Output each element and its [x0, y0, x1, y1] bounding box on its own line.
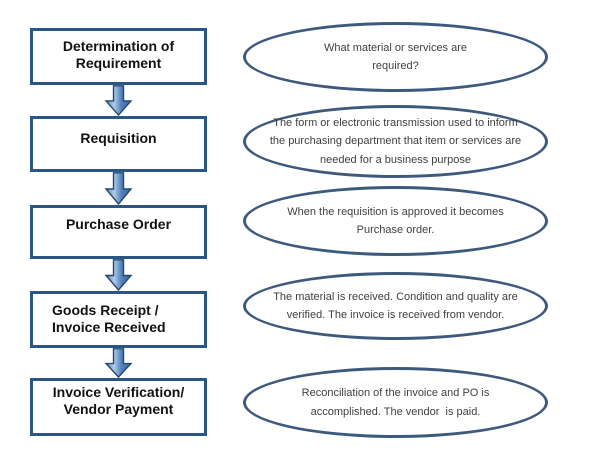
flow-box-goods-receipt-invoice-received: Goods Receipt / Invoice Received — [30, 291, 207, 348]
flow-box-requisition: Requisition — [30, 116, 207, 172]
note-text-line: Reconciliation of the invoice and PO is — [301, 387, 490, 399]
note-ellipse-determination: What material or services are required? — [243, 22, 548, 92]
down-arrow-icon — [104, 85, 133, 116]
note-text-line: needed for a business purpose — [319, 153, 472, 166]
note-text-line: required? — [372, 60, 419, 72]
note-ellipse-goods-receipt: The material is received. Condition and … — [243, 272, 548, 340]
box-label-line: Determination of — [62, 38, 175, 54]
down-arrow-icon — [104, 172, 133, 205]
note-ellipse-purchase-order: When the requisition is approved it beco… — [243, 186, 548, 256]
note-ellipse-requisition: The form or electronic transmission used… — [243, 105, 548, 178]
note-text-line: The material is received. Condition and … — [273, 290, 518, 303]
flow-box-purchase-order: Purchase Order — [30, 205, 207, 259]
box-label-line: Invoice Received — [52, 319, 166, 335]
box-label-line: Requisition — [80, 130, 157, 146]
note-text-line: the purchasing department that item or s… — [269, 135, 522, 148]
box-label-line: Goods Receipt / — [52, 302, 159, 318]
note-text-line: The form or electronic transmission used… — [273, 116, 518, 129]
note-text-line: Purchase order. — [356, 224, 435, 236]
note-text-line: verified. The invoice is received from v… — [286, 309, 505, 321]
box-label-line: Invoice Verification/ — [52, 384, 185, 400]
flow-box-invoice-verification-vendor-payment: Invoice Verification/ Vendor Payment — [30, 378, 207, 436]
note-ellipse-invoice-verification: Reconciliation of the invoice and PO is … — [243, 367, 548, 438]
down-arrow-icon — [104, 348, 133, 378]
box-label-line: Purchase Order — [65, 216, 172, 232]
note-text-line: accomplished. The vendor is paid. — [310, 405, 481, 418]
note-text-line: What material or services are — [323, 41, 468, 54]
down-arrow-icon — [104, 259, 133, 291]
box-label-line: Vendor Payment — [63, 401, 174, 417]
box-label-line: Requirement — [75, 55, 162, 71]
flow-box-determination-of-requirement: Determination of Requirement — [30, 28, 207, 85]
note-text-line: When the requisition is approved it beco… — [287, 205, 504, 218]
